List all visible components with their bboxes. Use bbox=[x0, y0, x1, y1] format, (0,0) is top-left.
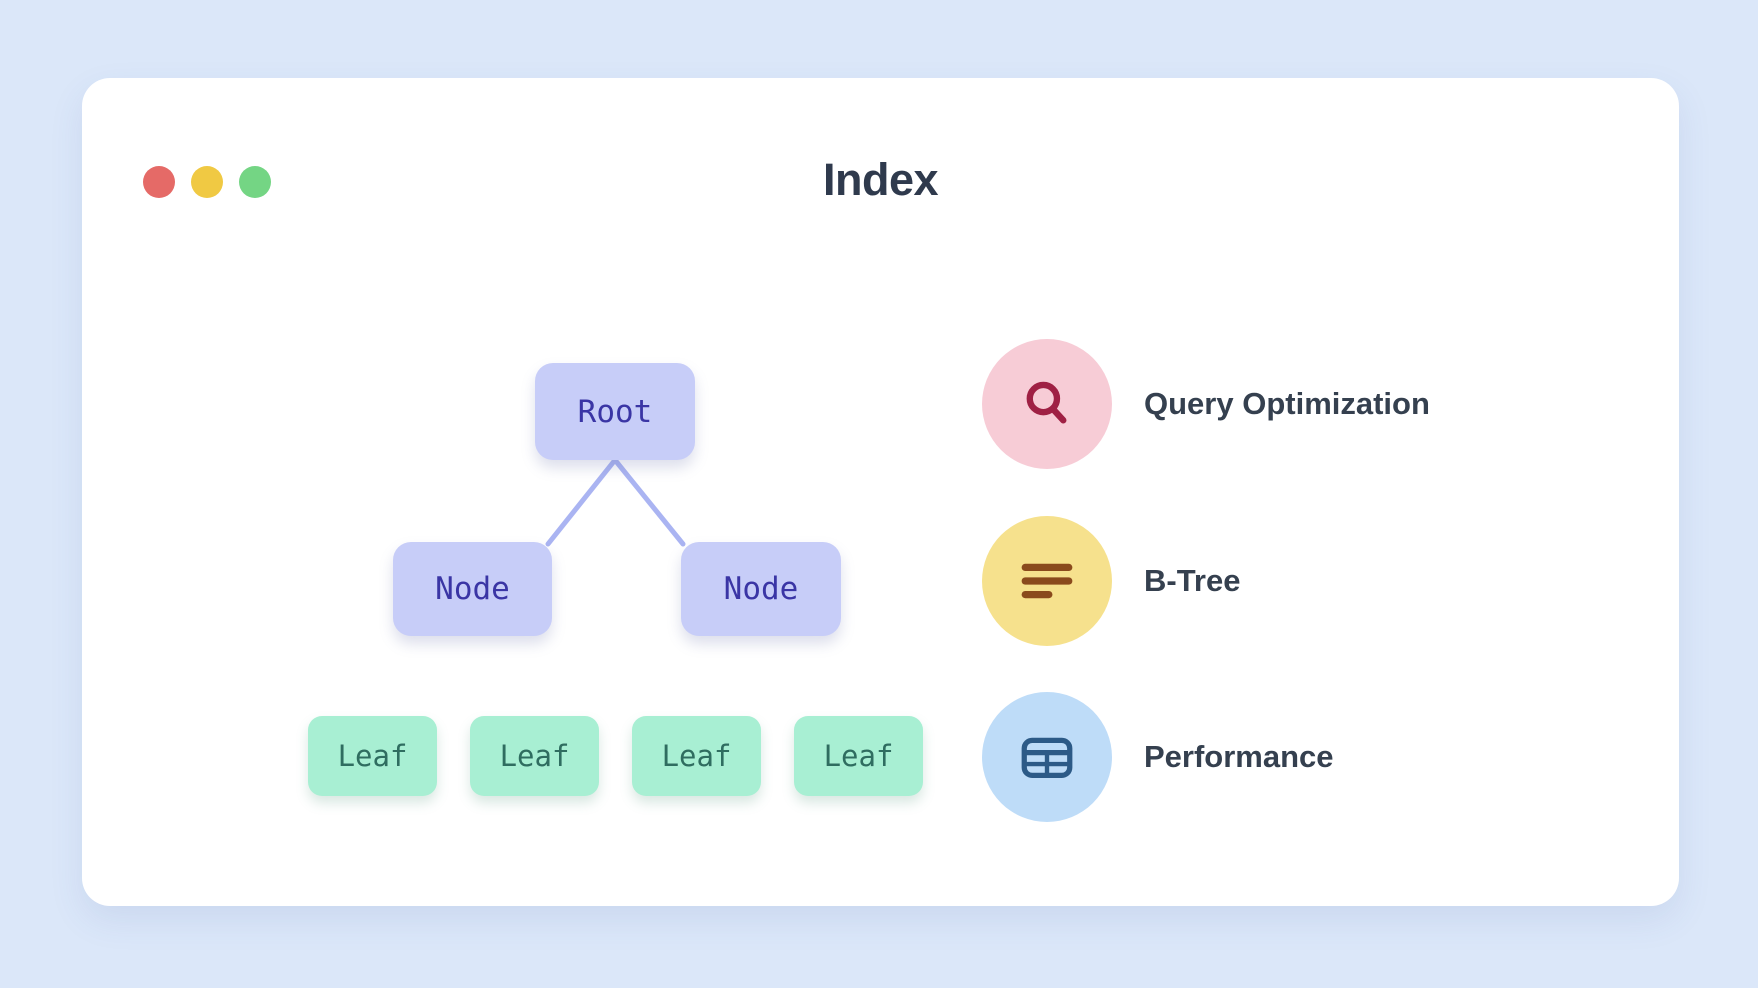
tree-node-label: Node bbox=[435, 571, 510, 607]
search-icon bbox=[1026, 381, 1067, 424]
tree-leaf-label: Leaf bbox=[337, 739, 408, 773]
tree-root-label: Root bbox=[577, 393, 653, 430]
legend-circle-pink bbox=[982, 339, 1112, 469]
legend-circle-blue bbox=[982, 692, 1112, 822]
page-title: Index bbox=[822, 154, 939, 205]
tree-leaf-node: Leaf bbox=[632, 716, 761, 796]
tree-internal-node-right: Node bbox=[681, 542, 841, 636]
tree-leaf-label: Leaf bbox=[661, 739, 732, 773]
tree-node-label: Node bbox=[723, 571, 799, 607]
traffic-light-zoom-button[interactable] bbox=[239, 166, 271, 198]
window-card: Index Root Node Node Leaf Leaf Leaf Leaf… bbox=[82, 78, 1679, 906]
legend-label: Query Optimization bbox=[1144, 386, 1430, 421]
table-icon bbox=[1021, 737, 1073, 778]
tree-leaf-node: Leaf bbox=[470, 716, 599, 796]
legend-label: Performance bbox=[1144, 739, 1334, 774]
traffic-light-close-button[interactable] bbox=[143, 166, 175, 198]
tree-leaf-label: Leaf bbox=[823, 739, 894, 773]
legend-label: B-Tree bbox=[1144, 563, 1241, 598]
legend-item-query-optimization: Query Optimization bbox=[982, 339, 1430, 469]
legend-item-performance: Performance bbox=[982, 692, 1334, 822]
tree-leaf-node: Leaf bbox=[308, 716, 437, 796]
traffic-light-minimize-button[interactable] bbox=[191, 166, 223, 198]
tree-leaf-node: Leaf bbox=[794, 716, 923, 796]
tree-root-node: Root bbox=[535, 363, 695, 460]
align-left-icon bbox=[1021, 563, 1073, 599]
tree-leaf-label: Leaf bbox=[499, 739, 570, 773]
legend-item-b-tree: B-Tree bbox=[982, 516, 1240, 646]
tree-internal-node-left: Node bbox=[393, 542, 552, 636]
legend-circle-yellow bbox=[982, 516, 1112, 646]
